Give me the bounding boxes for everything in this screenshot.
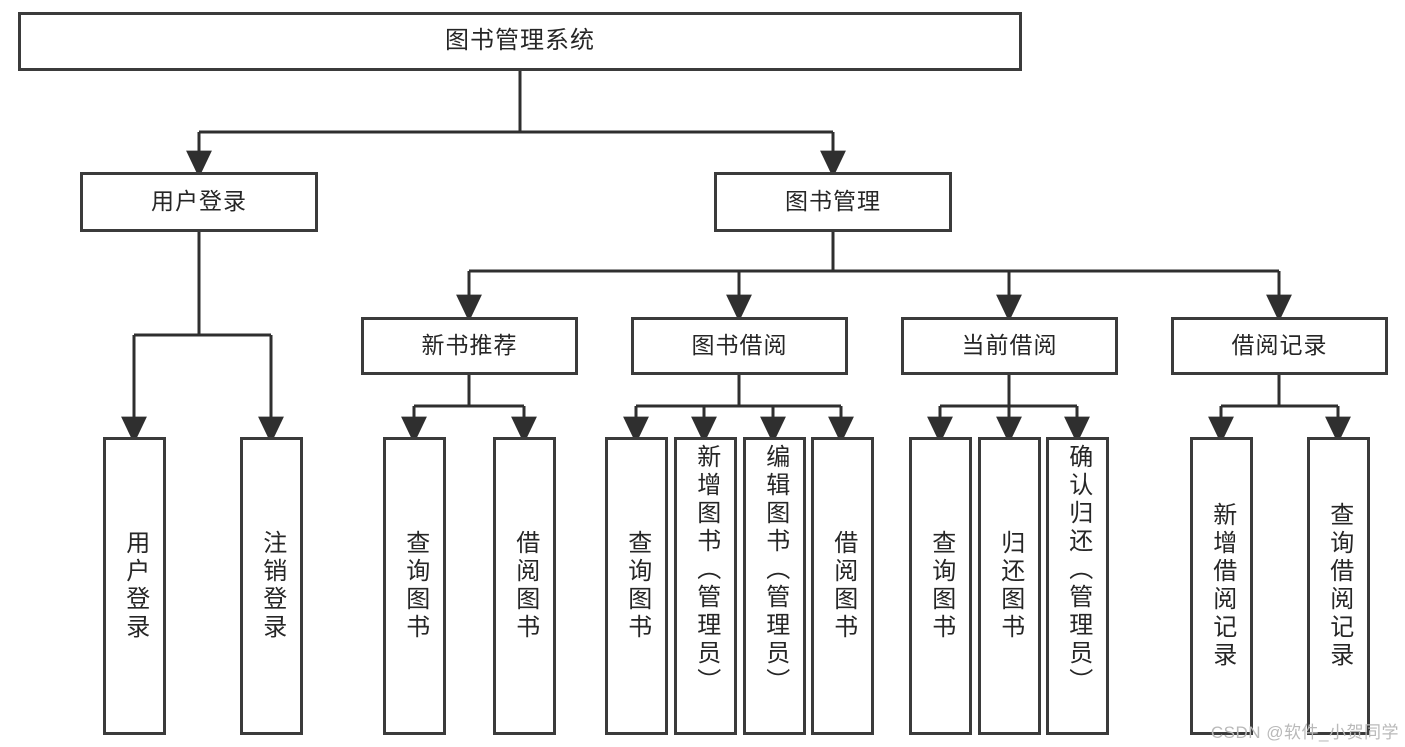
node-user-login-label: 用户登录	[151, 188, 247, 215]
node-leaf-edit-book[interactable]: 编辑图书（管理员）	[743, 437, 806, 735]
node-leaf-query-book-3-label: 查询图书	[927, 530, 955, 642]
node-current-borrow-label: 当前借阅	[961, 332, 1058, 359]
node-leaf-confirm-return-label: 确认归还（管理员）	[1064, 444, 1092, 696]
node-leaf-borrow-book-2[interactable]: 借阅图书	[811, 437, 874, 735]
node-leaf-user-logout[interactable]: 注销登录	[240, 437, 303, 735]
node-current-borrow[interactable]: 当前借阅	[901, 317, 1118, 375]
node-borrow-record[interactable]: 借阅记录	[1171, 317, 1388, 375]
node-leaf-user-logout-label: 注销登录	[258, 530, 286, 642]
node-leaf-user-login[interactable]: 用户登录	[103, 437, 166, 735]
node-book-manage[interactable]: 图书管理	[714, 172, 952, 232]
node-user-login[interactable]: 用户登录	[80, 172, 318, 232]
node-leaf-add-book[interactable]: 新增图书（管理员）	[674, 437, 737, 735]
node-leaf-user-login-label: 用户登录	[121, 530, 149, 642]
node-new-book-rec-label: 新书推荐	[421, 332, 518, 359]
node-root-label: 图书管理系统	[445, 27, 595, 55]
node-leaf-query-book-2[interactable]: 查询图书	[605, 437, 668, 735]
node-leaf-add-book-label: 新增图书（管理员）	[692, 444, 720, 696]
node-leaf-borrow-book-2-label: 借阅图书	[829, 530, 857, 642]
node-leaf-add-record[interactable]: 新增借阅记录	[1190, 437, 1253, 735]
node-book-borrow-label: 图书借阅	[691, 332, 788, 359]
node-leaf-query-book-3[interactable]: 查询图书	[909, 437, 972, 735]
node-book-manage-label: 图书管理	[785, 188, 881, 215]
node-leaf-return-book[interactable]: 归还图书	[978, 437, 1041, 735]
node-leaf-edit-book-label: 编辑图书（管理员）	[761, 444, 789, 696]
node-leaf-return-book-label: 归还图书	[996, 530, 1024, 642]
node-leaf-add-record-label: 新增借阅记录	[1208, 502, 1236, 670]
node-leaf-query-record-label: 查询借阅记录	[1325, 502, 1353, 670]
node-borrow-record-label: 借阅记录	[1231, 332, 1328, 359]
node-book-borrow[interactable]: 图书借阅	[631, 317, 848, 375]
node-root[interactable]: 图书管理系统	[18, 12, 1022, 71]
node-leaf-query-book-1-label: 查询图书	[401, 530, 429, 642]
node-leaf-borrow-book-1[interactable]: 借阅图书	[493, 437, 556, 735]
node-leaf-query-book-1[interactable]: 查询图书	[383, 437, 446, 735]
watermark-text: CSDN @软件_小贺同学	[1210, 723, 1399, 742]
node-leaf-borrow-book-1-label: 借阅图书	[511, 530, 539, 642]
node-leaf-query-record[interactable]: 查询借阅记录	[1307, 437, 1370, 735]
node-new-book-rec[interactable]: 新书推荐	[361, 317, 578, 375]
node-leaf-query-book-2-label: 查询图书	[623, 530, 651, 642]
node-leaf-confirm-return[interactable]: 确认归还（管理员）	[1046, 437, 1109, 735]
